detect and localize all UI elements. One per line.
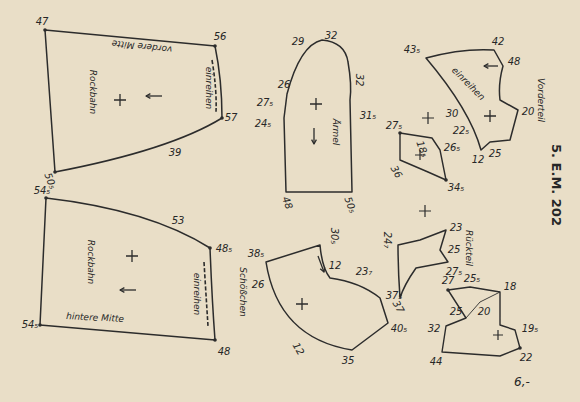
dimension-number: 32 [325,31,338,41]
piece-edge [45,30,222,172]
dimension-number: 26 [278,80,291,90]
dimension-number: 48 [280,195,294,210]
arrow-head [320,267,324,272]
pattern-piece: vordere MitteeinreihenRockbahn [30,20,235,180]
grain-arrow [313,128,314,144]
dimension-number: 22 [520,353,533,363]
dimension-number: 48 [508,57,521,67]
dimension-number: 22₅ [453,126,470,136]
sheet-note: 5. E.M. 202 [550,144,563,226]
piece-text: Vorderteil [536,78,545,122]
dimension-number: 30₅ [329,228,339,245]
dimension-number: 26₅ [444,143,461,153]
grain-arrow [146,95,162,96]
dimension-number: 25₅ [464,274,481,284]
piece-text: Rockbahn [86,240,95,285]
dimension-number: 12 [290,341,305,357]
piece-text: hintere Mitte [66,312,124,324]
dimension-number: 25 [489,149,502,159]
piece-text: Ärmel [331,119,340,146]
dimension-number: 40₅ [391,324,408,334]
dimension-number: 39 [169,148,182,158]
grain-cross [296,298,308,310]
dimension-number: 48 [218,347,231,357]
dimension-number: 20 [522,107,535,117]
grain-arrow [120,289,136,290]
piece-edge [266,245,388,350]
piece-text: Schößchen [238,267,247,316]
dimension-number: 19₅ [522,324,539,334]
piece-outline [30,190,225,350]
dimension-number: 30 [446,109,459,119]
dimension-number: 29 [292,37,305,47]
dimension-number: 31₅ [360,111,377,121]
pattern-piece: Rockbahn einreihen hintere Mitte [30,190,225,350]
dimension-number: 36 [388,164,403,180]
dimension-number: 34₅ [448,183,465,193]
dimension-number: 18 [504,282,517,292]
pattern-piece: einreihenVorderteil [415,40,550,160]
piece-text: einreihen [192,273,201,315]
piece-edge [40,198,215,340]
dimension-number: 27₅ [257,98,274,108]
dimension-number: 18₅ [414,139,429,158]
dimension-number: 44 [430,357,443,367]
piece-text: Rockbahn [88,70,97,115]
dimension-number: 35 [342,356,355,366]
grain-cross [484,110,496,122]
dimension-number: 50₅ [342,195,357,214]
dimension-number: 32 [428,324,441,334]
grain-cross [126,250,138,262]
piece-edge [398,230,448,298]
dimension-number: 42 [492,37,505,47]
sheet-note: 6,- [514,376,530,388]
dimension-number: 48₅ [216,244,233,254]
arrow-head [312,140,317,144]
dimension-number: 38₅ [248,249,265,259]
grain-cross [114,94,126,106]
dimension-number: 27₅ [386,121,403,131]
gather-line [204,262,208,326]
dimension-number: 54₅ [34,186,51,196]
arrow-head [120,288,124,293]
dimension-number: 37₅ [386,291,403,301]
piece-edge [284,40,352,192]
piece-text: einreihen [204,67,213,109]
dimension-number: 27 [442,276,455,286]
gather-line [212,60,216,112]
grain-cross [415,112,503,340]
dimension-number: 57 [225,113,238,123]
arrow-head [484,64,488,69]
dimension-number: 32 [354,74,364,87]
dimension-number: 26 [252,280,265,290]
pattern-piece: Rückteil [390,222,478,306]
dimension-number: 53 [172,216,185,226]
grain-cross [310,98,322,110]
dimension-number: 23 [450,223,463,233]
dimension-number: 24₅ [255,119,272,129]
piece-outline [415,40,550,160]
dimension-number: 25 [448,245,461,255]
piece-edge [426,50,518,150]
piece-outline [270,30,365,200]
dimension-number: 25 [450,307,463,317]
dimension-number: 47 [36,17,49,27]
dimension-number: 37 [390,299,405,315]
arrow-head [146,94,150,99]
dimension-number: 56 [214,32,227,42]
pattern-piece: Ärmel [270,30,365,200]
dimension-number: 24₇ [382,232,392,249]
vertex-dots [38,28,522,350]
pattern-piece [400,133,446,180]
piece-text: Rückteil [464,230,473,266]
fold-line [466,292,500,318]
dimension-number: 23₇ [356,267,373,277]
pattern-piece [442,287,520,356]
dimension-number: 54₅ [22,320,39,330]
grain-arrow [318,256,324,272]
dimension-number: 12 [472,155,485,165]
dimension-number: 12 [329,261,342,271]
dimension-number: 20 [478,307,491,317]
dimension-number: 43₅ [404,45,421,55]
